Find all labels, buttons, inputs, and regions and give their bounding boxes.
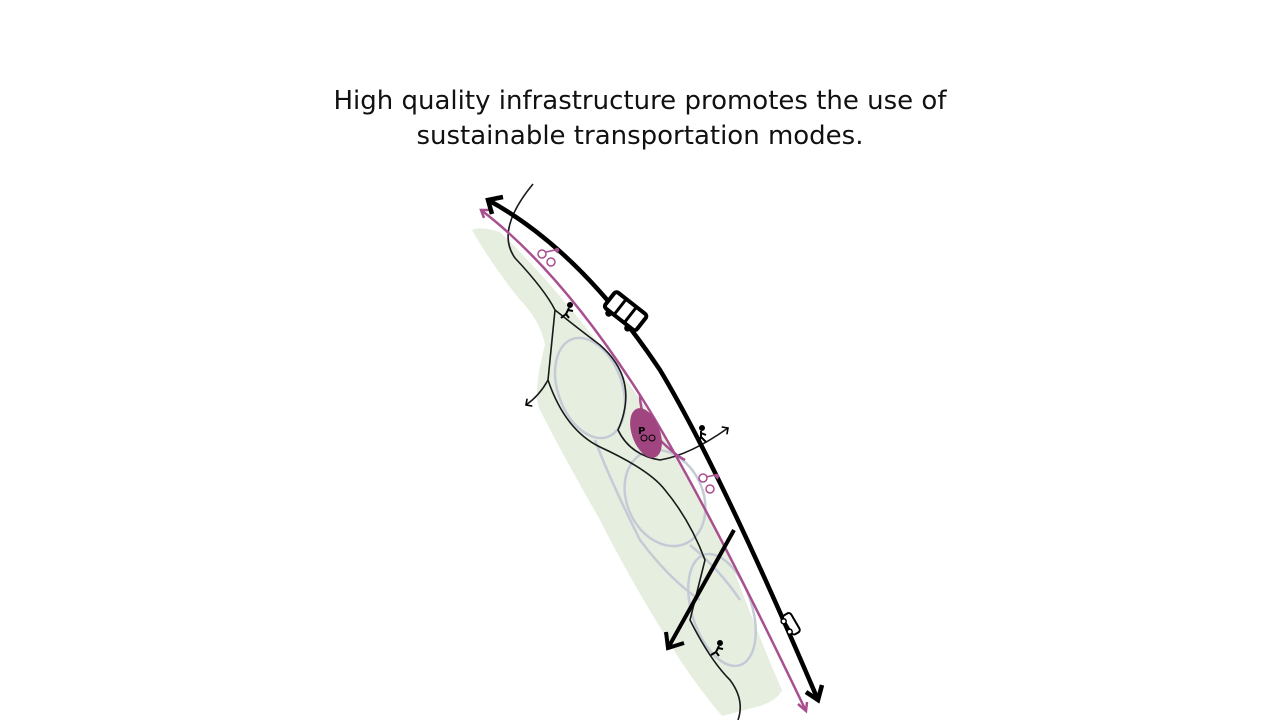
main-road <box>486 198 821 701</box>
bike-parking-icon: P <box>630 408 662 458</box>
pedestrian-icon <box>697 425 707 444</box>
pedestrian-icon <box>710 640 724 657</box>
bike-lane <box>480 209 808 712</box>
ponds <box>553 336 757 668</box>
title-line-2: sustainable transportation modes. <box>416 121 864 151</box>
pedestrian-icon <box>560 302 574 319</box>
bicycle-icon <box>698 473 720 494</box>
title: High quality infrastructure promotes the… <box>0 84 1280 154</box>
side-road <box>664 529 736 651</box>
bicycle-icon <box>537 247 560 267</box>
title-line-1: High quality infrastructure promotes the… <box>333 86 947 116</box>
bus-icon <box>602 290 649 333</box>
parking-label: P <box>638 426 645 437</box>
car-icon <box>780 612 801 636</box>
